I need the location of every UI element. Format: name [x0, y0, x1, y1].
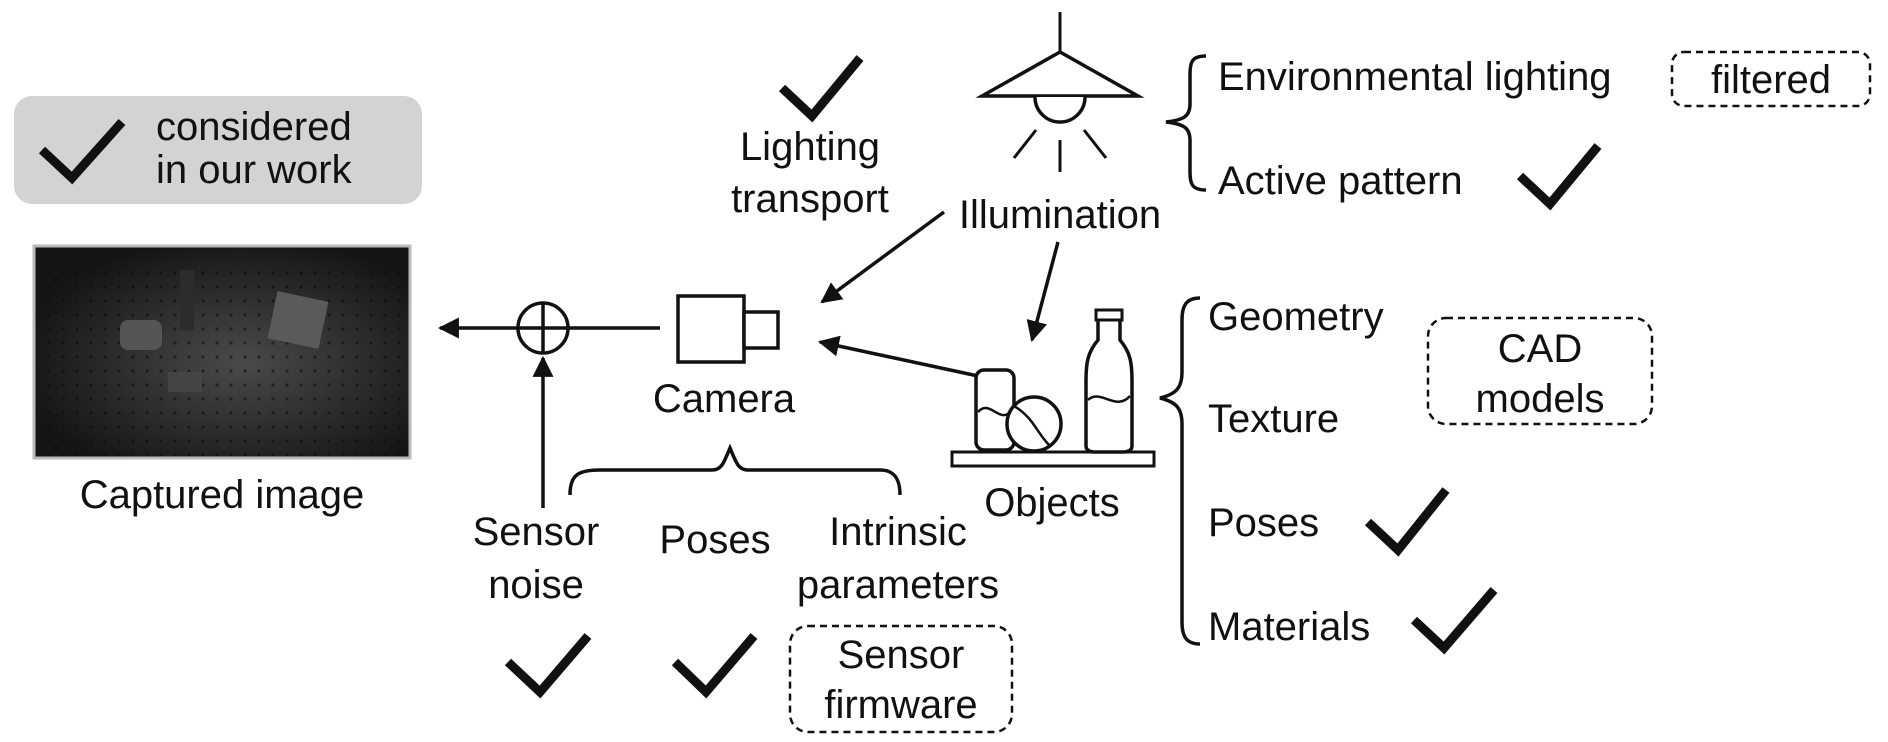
objects-label: Objects — [984, 481, 1120, 525]
filtered-box — [1670, 50, 1872, 108]
camera-label: Camera — [653, 377, 796, 421]
illumination: Illumination — [959, 12, 1161, 237]
objects: Objects — [950, 308, 1156, 525]
cad-models-line-1: CAD — [1498, 327, 1582, 371]
lamp-icon — [975, 49, 1145, 98]
legend-line-1: considered — [156, 105, 352, 149]
legend-line-2: in our work — [156, 148, 353, 192]
sensor-firmware-line-2: firmware — [824, 683, 977, 727]
illumination-to-camera-arrow — [820, 210, 946, 304]
photo-object-block — [168, 372, 202, 392]
check-icon — [671, 633, 758, 699]
camera: Camera — [653, 294, 796, 421]
check-icon — [1410, 587, 1498, 655]
check-icon — [504, 633, 592, 699]
cad-models-line-2: models — [1476, 377, 1605, 421]
photo-object-box — [267, 291, 329, 349]
captured-image-label: Captured image — [80, 473, 365, 517]
camera-params: Sensor noise Poses Intrinsic parameters … — [473, 510, 1014, 734]
check-icon — [1364, 487, 1450, 557]
sensor-noise-line-2: noise — [488, 563, 584, 607]
intrinsic-line-1: Intrinsic — [829, 510, 967, 554]
light-ray — [1012, 129, 1038, 159]
camera-params-brace — [568, 443, 902, 496]
illumination-to-objects-arrow — [1026, 241, 1060, 343]
captured-image: Captured image — [32, 244, 412, 517]
cad-models-box — [1426, 316, 1654, 426]
active-pattern-label: Active pattern — [1218, 159, 1463, 203]
bottle-cap — [1094, 308, 1124, 322]
lighting-transport-line-2: transport — [731, 177, 889, 221]
bottle-icon — [1084, 316, 1134, 454]
object-props: Geometry Texture CAD models Poses Materi… — [1208, 295, 1654, 655]
object-props-brace — [1159, 296, 1201, 646]
bulb-icon — [1033, 96, 1087, 124]
texture-label: Texture — [1208, 397, 1339, 441]
camera-lens — [742, 310, 780, 350]
light-ray — [1082, 129, 1108, 159]
shelf-icon — [950, 450, 1156, 468]
legend: considered in our work — [14, 96, 422, 204]
filtered-label: filtered — [1711, 58, 1831, 102]
camera-poses-label: Poses — [659, 518, 770, 562]
check-icon — [38, 119, 126, 185]
sensor-firmware-line-1: Sensor — [838, 633, 965, 677]
sensor-noise-line-1: Sensor — [473, 510, 600, 554]
geometry-label: Geometry — [1208, 295, 1384, 339]
object-poses-label: Poses — [1208, 501, 1319, 545]
intrinsic-line-2: parameters — [797, 563, 999, 607]
check-icon — [1516, 143, 1602, 211]
photo-object-bottle — [180, 270, 194, 330]
illumination-brace — [1165, 54, 1207, 192]
photo-object-tube — [120, 320, 162, 350]
environmental-lighting-label: Environmental lighting — [1218, 55, 1612, 99]
bottle-label-wave — [1087, 395, 1131, 403]
illumination-items: Environmental lighting filtered Active p… — [1218, 50, 1872, 211]
lighting-transport-line-1: Lighting — [740, 125, 880, 169]
lighting-transport: Lighting transport — [731, 55, 889, 221]
camera-icon — [676, 294, 746, 364]
objects-to-camera-arrow — [817, 335, 979, 378]
ball-seam — [1013, 404, 1051, 447]
photo-pegboard-texture — [36, 270, 408, 456]
materials-label: Materials — [1208, 605, 1370, 649]
check-icon — [778, 55, 864, 123]
illumination-label: Illumination — [959, 193, 1161, 237]
